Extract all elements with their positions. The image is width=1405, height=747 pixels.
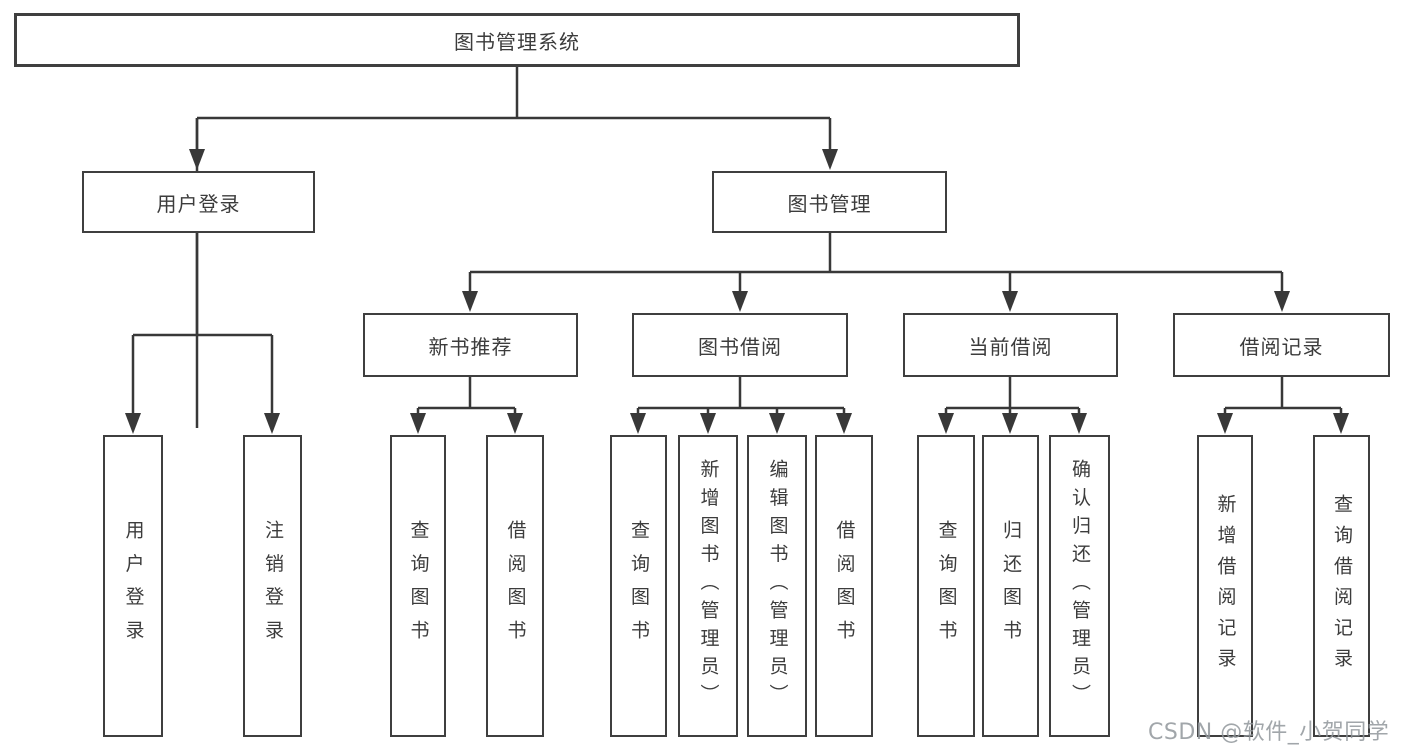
node-user-login: 用户登录 [82,171,315,233]
leaf-borrowing-borrow-books: 借阅图书 [815,435,873,737]
leaf-user-login: 用户登录 [103,435,163,737]
leaf-records-add-record: 新增借阅记录 [1197,435,1253,737]
csdn-watermark: CSDN @软件_小贺同学 [1148,720,1390,745]
node-borrowing-records: 借阅记录 [1173,313,1390,377]
leaf-borrowing-query-books: 查询图书 [610,435,667,737]
leaf-borrowing-edit-books-admin: 编辑图书（管理员） [747,435,807,737]
leaf-current-query-books: 查询图书 [917,435,975,737]
leaf-borrowing-add-books-admin: 新增图书（管理员） [678,435,738,737]
node-root: 图书管理系统 [14,13,1020,67]
leaf-newbook-query-books: 查询图书 [390,435,446,737]
leaf-newbook-borrow-books: 借阅图书 [486,435,544,737]
leaf-current-confirm-return-admin: 确认归还（管理员） [1049,435,1110,737]
node-new-book-recommend: 新书推荐 [363,313,578,377]
node-book-borrowing: 图书借阅 [632,313,848,377]
node-current-borrowing: 当前借阅 [903,313,1118,377]
arrowhead-icons [125,149,1349,434]
node-book-management: 图书管理 [712,171,947,233]
leaf-records-query-record: 查询借阅记录 [1313,435,1370,737]
leaf-logout: 注销登录 [243,435,302,737]
leaf-current-return-books: 归还图书 [982,435,1039,737]
